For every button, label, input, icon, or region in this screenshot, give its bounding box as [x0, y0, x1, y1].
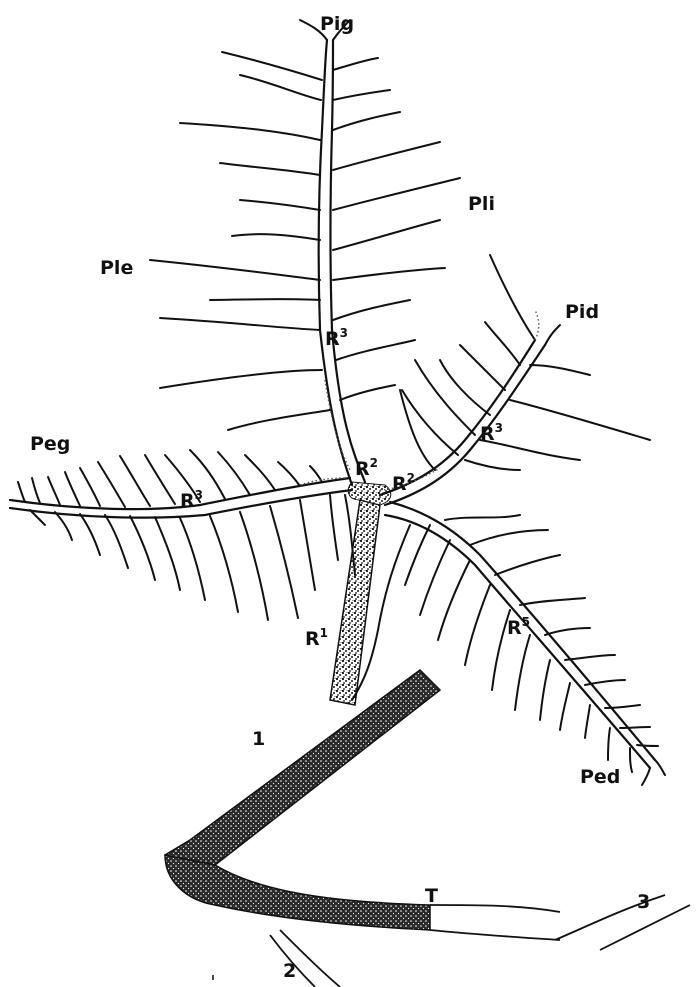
label-r2-left: R2 — [355, 456, 378, 480]
trunk-r1 — [330, 482, 391, 705]
label-3: 3 — [637, 891, 650, 913]
label-r1: R1 — [305, 626, 328, 650]
label-r5: R5 — [507, 615, 530, 639]
label-pig: Pig — [320, 13, 354, 35]
label-t: T — [425, 885, 438, 907]
label-pid: Pid — [565, 301, 599, 323]
label-r3-right: R3 — [480, 421, 503, 445]
lower-right-plume — [352, 502, 665, 785]
label-ple: Ple — [100, 257, 133, 279]
label-1: 1 — [252, 728, 265, 750]
label-r3-left: R3 — [180, 488, 203, 512]
label-2: 2 — [283, 960, 296, 982]
label-peg: Peg — [30, 433, 70, 455]
left-plume — [10, 450, 355, 620]
label-r2-right: R2 — [392, 471, 415, 495]
upper-plume — [150, 20, 460, 485]
label-ped: Ped — [580, 766, 620, 788]
right-upper-plume — [380, 255, 650, 505]
labels: Pig Pli Ple Pid Peg Ped R3 R2 R2 R3 R3 R… — [30, 13, 650, 982]
label-pli: Pli — [468, 193, 495, 215]
lower-tube — [165, 670, 690, 987]
label-r3-upper: R3 — [325, 326, 348, 350]
